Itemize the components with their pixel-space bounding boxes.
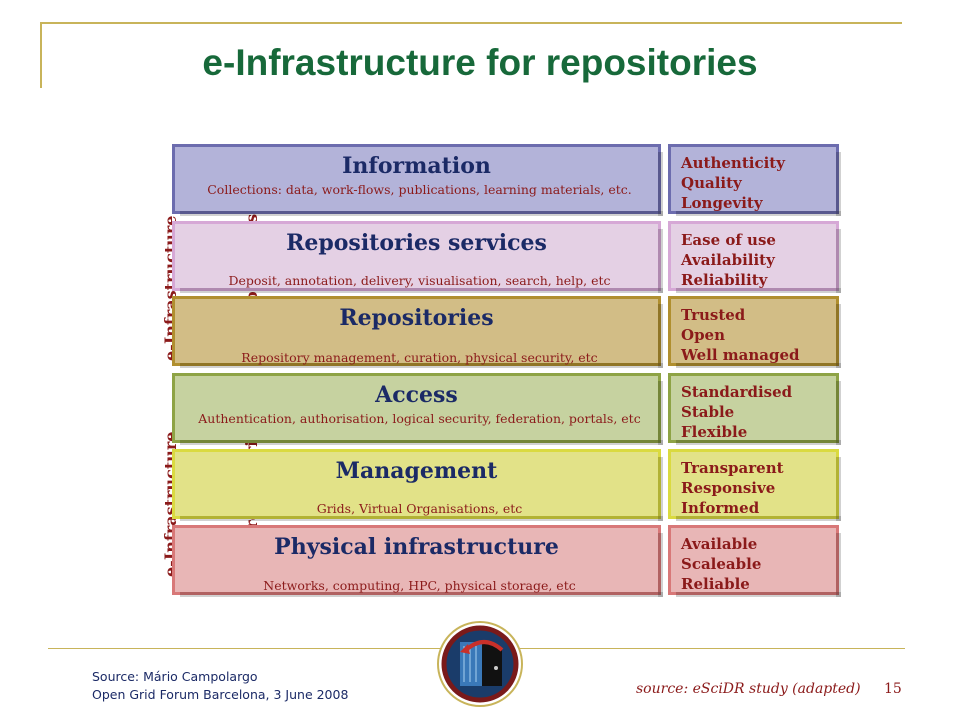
source-credit-line2: Open Grid Forum Barcelona, 3 June 2008	[92, 687, 349, 702]
quality-item: Well managed	[681, 346, 800, 364]
quality-item: Responsive	[681, 479, 776, 497]
layer-description: Collections: data, work-flows, publicati…	[207, 182, 632, 197]
source-credit: Source: Mário Campolargo Open Grid Forum…	[92, 668, 348, 704]
quality-item: Ease of use	[681, 231, 776, 249]
layer-description: Repository management, curation, physica…	[241, 350, 598, 365]
quality-item: Longevity	[681, 194, 763, 212]
layer-name: Repositories	[339, 305, 494, 331]
quality-item: Reliability	[681, 271, 768, 289]
layer-description: Grids, Virtual Organisations, etc	[316, 501, 523, 516]
quality-item: Informed	[681, 499, 760, 517]
quality-item: Reliable	[681, 575, 750, 593]
layer-name: Management	[335, 458, 498, 484]
quality-item: Flexible	[681, 423, 748, 441]
layer-description: Authentication, authorisation, logical s…	[198, 411, 641, 426]
quality-item: Quality	[681, 174, 742, 192]
quality-item: Availability	[681, 251, 775, 269]
quality-item: Stable	[681, 403, 735, 421]
quality-item: Available	[681, 535, 758, 553]
layer-description: Deposit, annotation, delivery, visualisa…	[228, 273, 611, 288]
quality-item: Authenticity	[681, 154, 785, 172]
slide-title: e-Infrastructure for repositories	[202, 42, 758, 83]
layer-name: Information	[342, 153, 491, 179]
frame-left-line	[40, 22, 42, 88]
quality-item: Standardised	[681, 383, 793, 401]
study-source: source: eSciDR study (adapted)	[636, 681, 861, 697]
side-label-lower: e-Infrastructure for repositories	[103, 407, 261, 577]
layer-description: Networks, computing, HPC, physical stora…	[263, 578, 576, 593]
layer-name: Physical infrastructure	[274, 534, 559, 560]
source-credit-line1: Source: Mário Campolargo	[92, 669, 258, 684]
quality-item: Scaleable	[681, 555, 762, 573]
quality-item: Open	[681, 326, 726, 344]
frame-top-line	[40, 22, 902, 24]
escidr-logo-icon	[437, 621, 523, 707]
quality-item: Trusted	[681, 306, 746, 324]
layer-name: Repositories services	[286, 230, 547, 256]
page-number: 15	[884, 681, 902, 697]
layer-name: Access	[375, 382, 458, 408]
quality-item: Transparent	[681, 459, 784, 477]
side-label-upper: e-Infrastructure of repositories	[103, 191, 261, 361]
